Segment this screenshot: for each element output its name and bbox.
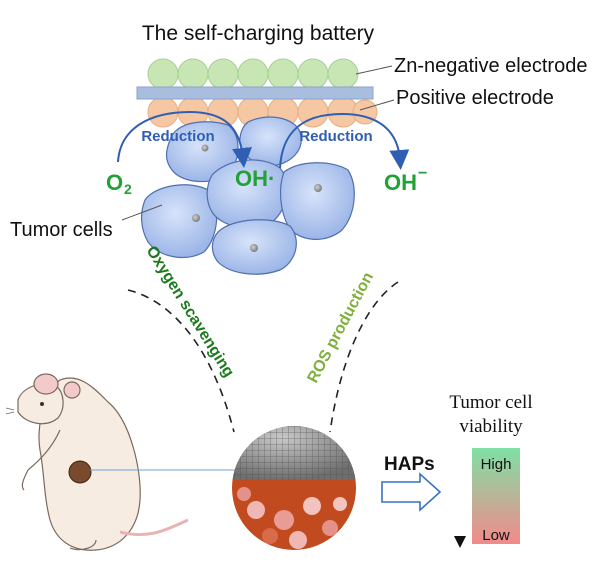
- battery-nanoparticle: [232, 426, 356, 550]
- dashed-curve-right: [329, 281, 399, 433]
- o2-label: O: [106, 170, 123, 195]
- tumor-cell: [279, 162, 355, 240]
- tumor-cells-label: Tumor cells: [10, 219, 113, 241]
- battery-title: The self-charging battery: [142, 22, 375, 45]
- reduction-arrow-left: [117, 110, 252, 168]
- positive-electrode-leader: [359, 99, 395, 111]
- reduction-arrow-right: [279, 112, 410, 170]
- mouse-illustration: [5, 373, 189, 551]
- reduction-label-left: Reduction: [141, 128, 214, 145]
- electrode-separator-bar: [136, 86, 374, 100]
- hydroxide-label: OH: [384, 170, 417, 195]
- dashed-curve-left: [127, 289, 235, 433]
- viability-gradient-bar: [472, 448, 520, 544]
- viability-title-line1: Tumor cell: [449, 392, 532, 413]
- tumor-cells-leader: [121, 204, 163, 221]
- cell-nucleus: [201, 144, 209, 152]
- tumor-cell: [141, 184, 218, 259]
- tumor-cell-cluster: [141, 116, 355, 275]
- viability-decrease-arrowhead: [454, 536, 466, 548]
- cell-nucleus: [192, 214, 200, 222]
- oxygen-species: O 2: [106, 170, 132, 197]
- viability-high-label: High: [481, 456, 512, 473]
- viability-title-line2: viability: [459, 416, 523, 437]
- hydroxide-superscript: −: [418, 165, 427, 182]
- hydroxide-species: OH −: [384, 165, 427, 195]
- negative-electrode-leader: [355, 65, 393, 75]
- o2-subscript: 2: [124, 181, 132, 197]
- negative-electrode-particles: [147, 58, 359, 90]
- haps-arrow: [381, 472, 442, 512]
- cell-nucleus: [314, 184, 322, 192]
- positive-electrode-label: Positive electrode: [396, 87, 554, 109]
- cell-nucleus: [250, 244, 258, 252]
- reduction-label-right: Reduction: [299, 128, 372, 145]
- ros-production-label: ROS production: [305, 270, 378, 386]
- viability-low-label: Low: [482, 527, 510, 544]
- tumor-cell: [239, 116, 302, 167]
- positive-electrode-particles: [147, 96, 378, 128]
- negative-electrode-label: Zn-negative electrode: [394, 55, 587, 77]
- tumor-site-marker: [68, 460, 92, 484]
- haps-label: HAPs: [384, 454, 435, 475]
- hydroxyl-radical-label: OH·: [235, 166, 275, 191]
